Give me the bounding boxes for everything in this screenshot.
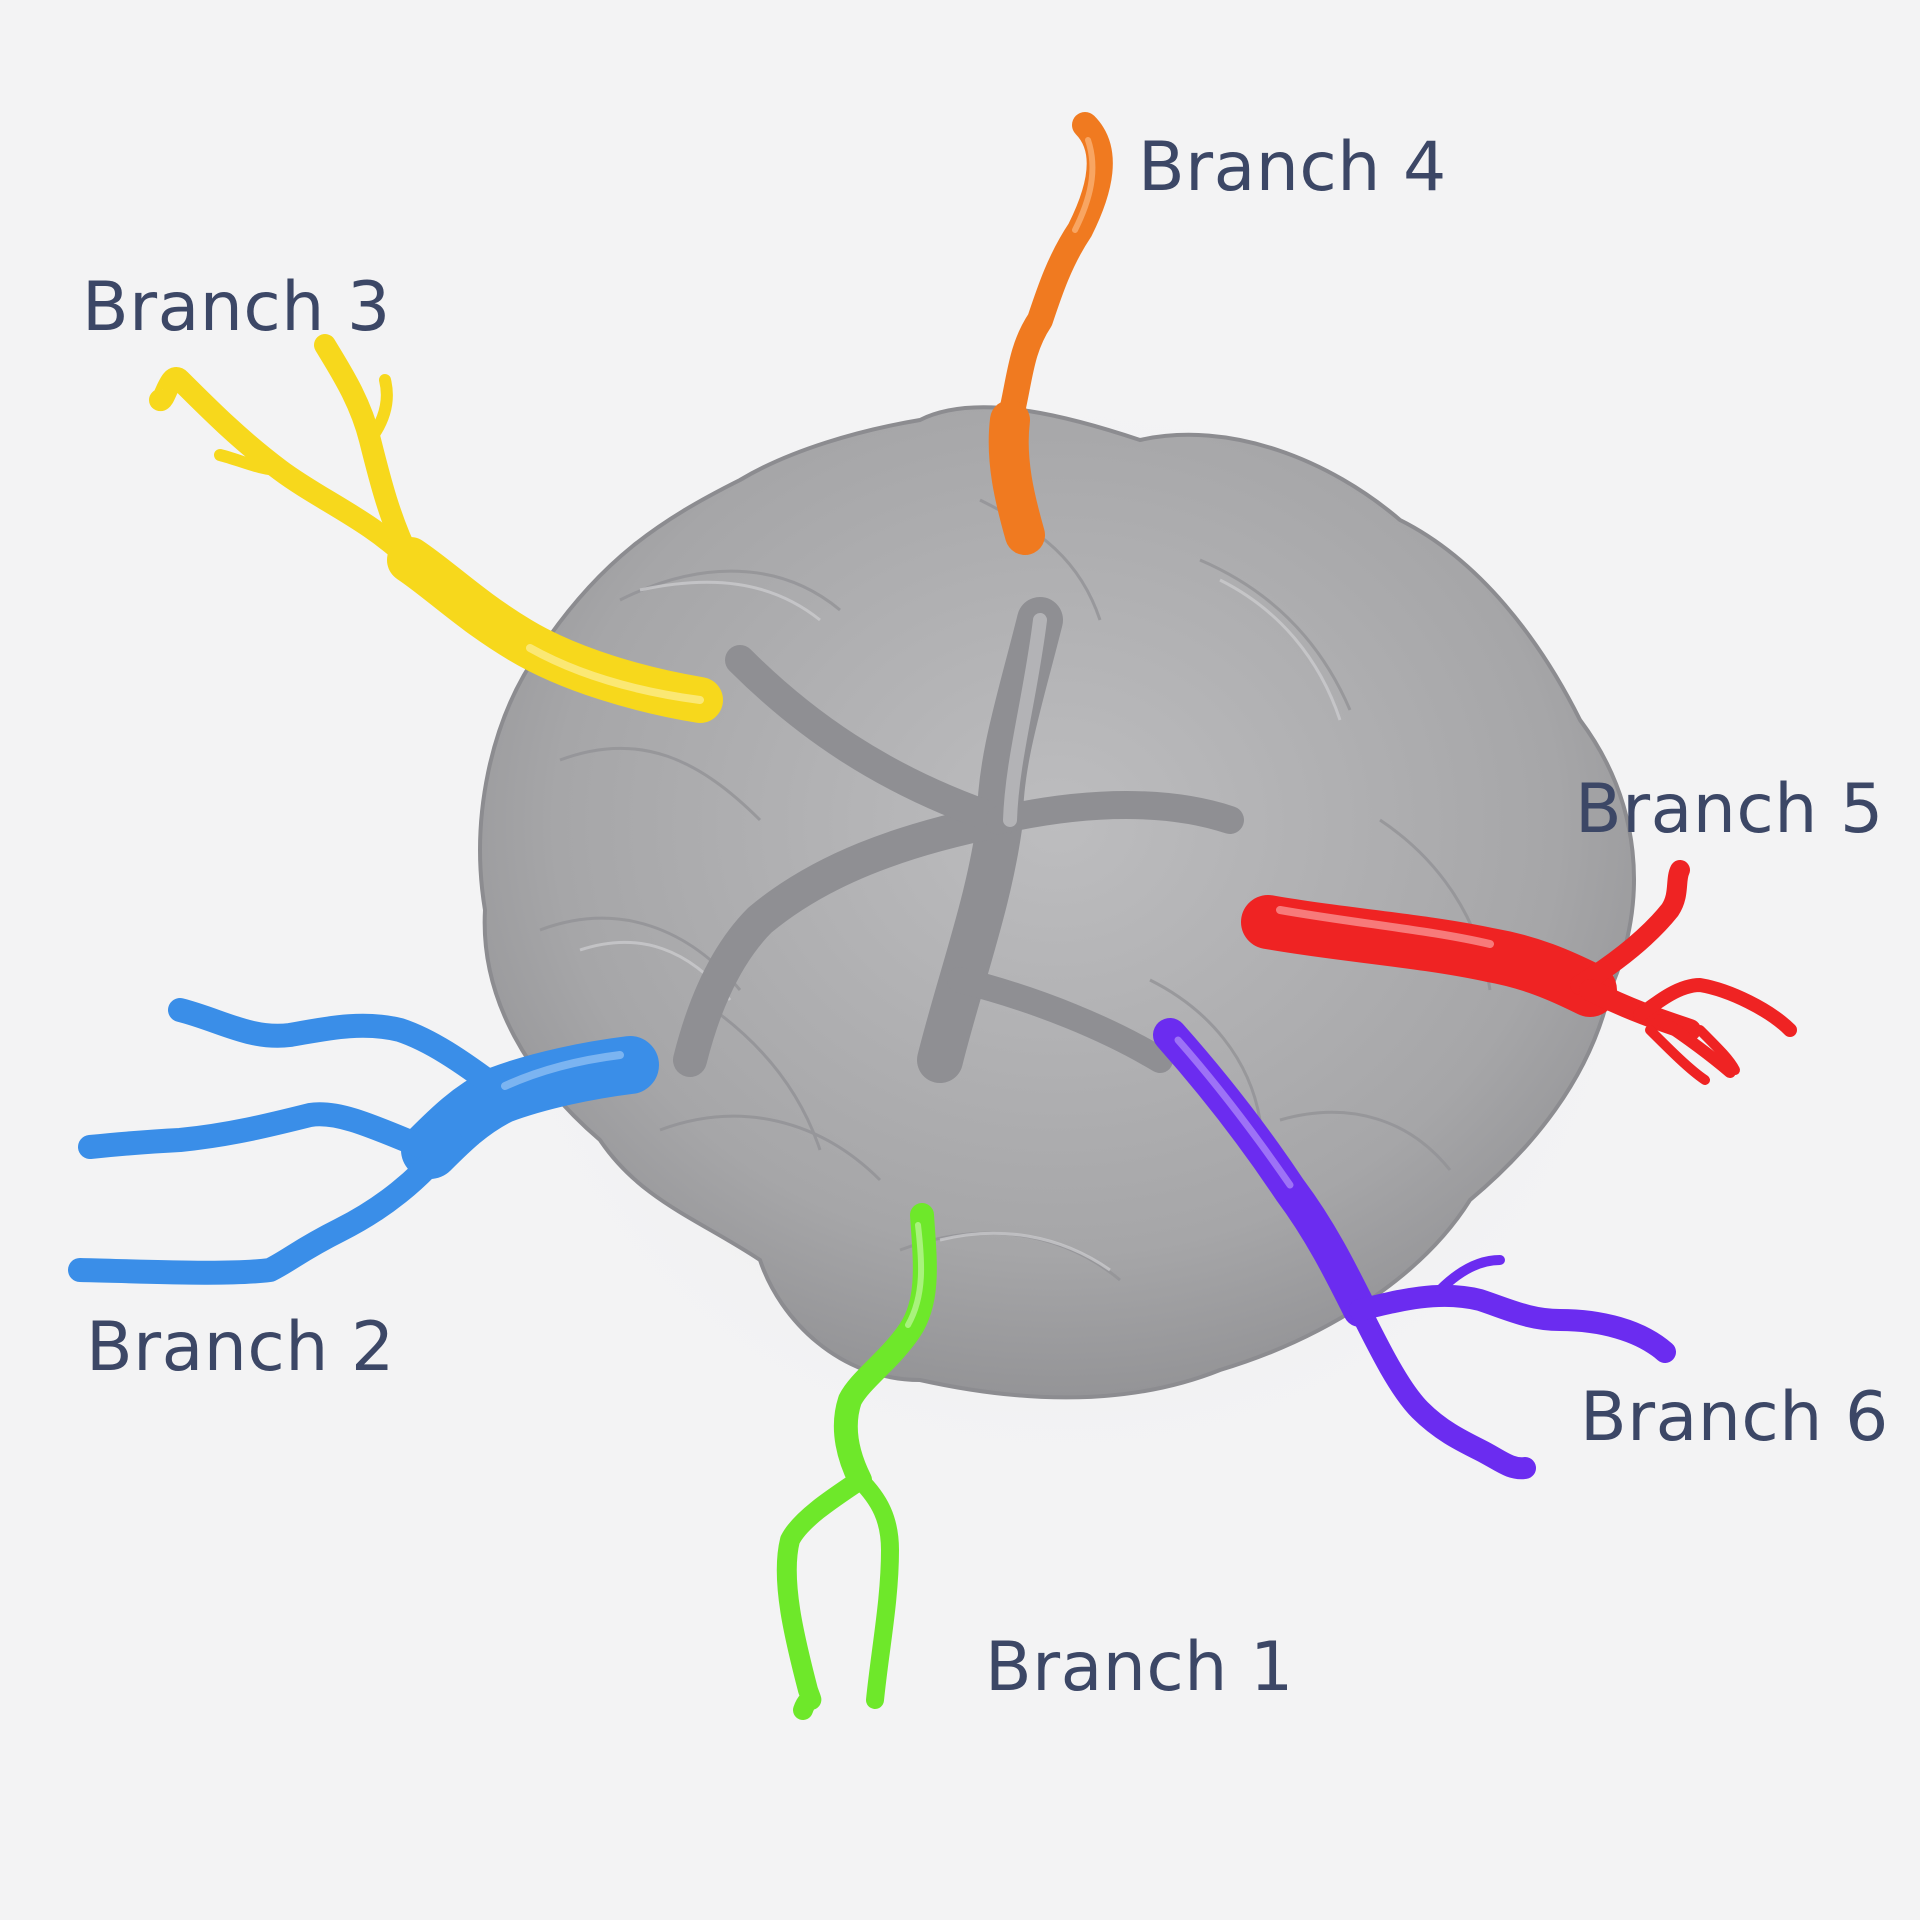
label-branch-5: Branch 5 (1575, 770, 1884, 849)
label-branch-6: Branch 6 (1580, 1378, 1889, 1457)
central-vessel (673, 597, 1244, 1083)
vessel-branch-1 (776, 1203, 937, 1720)
label-branch-4: Branch 4 (1138, 128, 1447, 207)
vessel-branch-5 (1241, 860, 1797, 1085)
label-branch-2: Branch 2 (86, 1308, 395, 1387)
label-branch-3: Branch 3 (82, 268, 391, 347)
vessel-branch-3 (149, 334, 723, 723)
label-branch-1: Branch 1 (985, 1628, 1294, 1707)
vessel-branch-6 (1153, 1018, 1676, 1480)
vessel-branch-4 (988, 112, 1113, 555)
gray-mass (478, 405, 1636, 1400)
vessel-branch-2 (68, 998, 659, 1285)
